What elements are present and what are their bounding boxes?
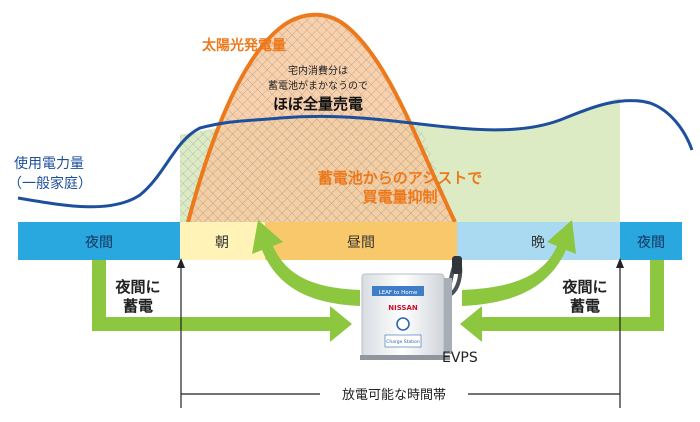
device-side <box>444 278 452 354</box>
surplus-note-line1: 宅内消費分は <box>288 64 348 77</box>
assist-note-line1: 蓄電池からのアシストで <box>318 169 482 187</box>
cable-connector <box>452 256 462 274</box>
timeline-label-night-left: 夜間 <box>85 235 113 251</box>
device-sticker <box>384 334 422 348</box>
surplus-note-line2: 蓄電池がまかなうので <box>268 79 368 92</box>
charge-left-line2: 蓄電 <box>123 297 153 315</box>
device-base <box>360 355 450 360</box>
device-logo-icon <box>396 317 410 331</box>
assist-note-line2: 買電量抑制 <box>362 188 437 206</box>
device-screen-text: LEAF to Home <box>379 290 418 296</box>
discharge-range-bracket: 放電可能な時間帯 <box>177 258 624 408</box>
solar-label: 太陽光発電量 <box>202 37 286 54</box>
timeline-night-left <box>18 222 180 260</box>
device-screen <box>372 286 424 296</box>
charge-arrow-right <box>460 260 664 342</box>
timeline-morning <box>180 222 265 260</box>
solar-hatch <box>188 14 455 222</box>
usage-label-line2: （一般家庭） <box>8 175 92 192</box>
timeline-label-evening: 晩 <box>531 235 545 251</box>
discharge-arrow-morning <box>252 220 360 306</box>
timeline-daytime <box>265 222 457 260</box>
timeline-label-morning: 朝 <box>215 235 229 251</box>
solar-curve <box>186 12 457 223</box>
timeline-evening <box>457 222 620 260</box>
discharge-arrow-evening <box>462 220 576 306</box>
surplus-note-line3: ほぼ全量売電 <box>273 95 363 113</box>
charge-left-line1: 夜間に <box>114 278 160 296</box>
usage-curve <box>17 99 694 209</box>
device-sticker-text: Charge Station <box>386 339 420 345</box>
evps-device: LEAF to Home NISSAN Charge Station <box>360 256 463 360</box>
charge-right-line1: 夜間に <box>561 278 607 296</box>
evps-label: EVPS <box>442 350 478 366</box>
charge-arrow-left <box>92 260 352 342</box>
device-brand: NISSAN <box>388 304 418 312</box>
timeline-night-right <box>620 222 682 260</box>
discharge-range-label: 放電可能な時間帯 <box>342 388 446 403</box>
timeline-bar: 夜間 朝 昼間 晩 夜間 <box>18 222 682 260</box>
charge-right-line2: 蓄電 <box>570 297 600 315</box>
timeline-label-daytime: 昼間 <box>347 235 375 251</box>
timeline-label-night-right: 夜間 <box>637 235 665 251</box>
usage-label-line1: 使用電力量 <box>14 155 84 172</box>
